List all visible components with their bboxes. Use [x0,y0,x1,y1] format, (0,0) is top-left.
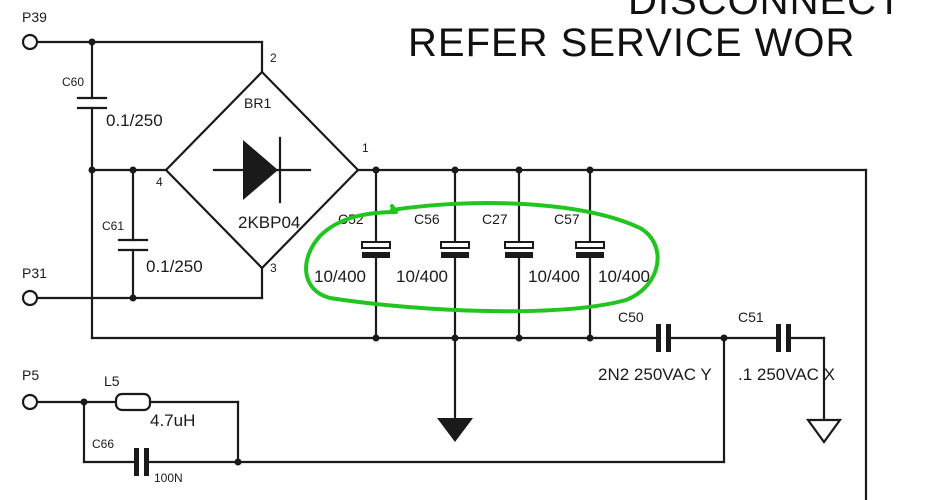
diode-icon [243,140,278,200]
c50-value-label: 2N2 250VAC Y [598,365,712,384]
junction-dot [234,458,242,466]
bulk-capacitor-c27 [504,166,534,342]
terminal-p39-label: P39 [22,9,47,25]
c61-value-label: 0.1/250 [146,257,203,276]
p31-net [36,266,264,300]
capacitor-c50 [656,324,726,352]
capacitor-c60 [76,96,108,340]
junction-dot [129,294,137,302]
junction-dot [80,398,88,406]
capacitor-c66 [134,448,726,476]
c51-value-label: .1 250VAC X [738,365,835,384]
p39-net [36,40,264,100]
ground-arrow-icon [437,336,473,442]
c66-value-label: 100N [154,471,183,485]
c56-ref-label: C56 [414,211,440,227]
warning-line1: DISCONNECT [628,0,902,23]
bulk-capacitor-c57 [575,166,605,342]
c60-ref-label: C60 [62,75,84,89]
earth-ground-icon [805,418,843,444]
bridge-pin3-label: 3 [270,261,277,275]
c57-ref-label: C57 [554,211,580,227]
bridge-pin2-label: 2 [270,51,277,65]
bridge-pin4-label: 4 [156,175,163,189]
c60-value-label: 0.1/250 [106,111,163,130]
junction-dot [88,166,96,174]
c61-ref-label: C61 [102,219,124,233]
capacitor-c51 [776,324,826,422]
terminal-p31-label: P31 [22,265,47,281]
c27-ref-label: C27 [482,211,508,227]
l5-ref-label: L5 [104,373,120,389]
terminal-p5-label: P5 [22,367,39,383]
bulk-capacitor-c52 [361,166,391,342]
p5-net [36,400,136,464]
warning-line2: REFER SERVICE WOR [408,21,855,65]
l5-value-label: 4.7uH [150,411,195,430]
c57-value-label: 10/400 [598,267,650,286]
c52-value-label: 10/400 [314,267,366,286]
bridge-rectifier-br1 [164,70,360,270]
c50-ref-label: C50 [618,309,644,325]
bridge-pin1-label: 1 [362,141,369,155]
bulk-capacitor-c56 [440,166,470,342]
junction-dot [88,38,96,46]
c66-ref-label: C66 [92,437,114,451]
bridge-ref-label: BR1 [244,95,271,111]
bridge-part-label: 2KBP04 [238,213,300,232]
inductor-l5 [114,392,240,464]
terminal-p39[interactable] [21,33,39,51]
terminal-p5[interactable] [21,393,39,411]
highlight-annotation [304,201,660,314]
capacitor-c61 [117,168,149,300]
c51-ref-label: C51 [738,309,764,325]
c56-value-label: 10/400 [396,267,448,286]
c27-value-label: 10/400 [528,267,580,286]
terminal-p31[interactable] [21,289,39,307]
